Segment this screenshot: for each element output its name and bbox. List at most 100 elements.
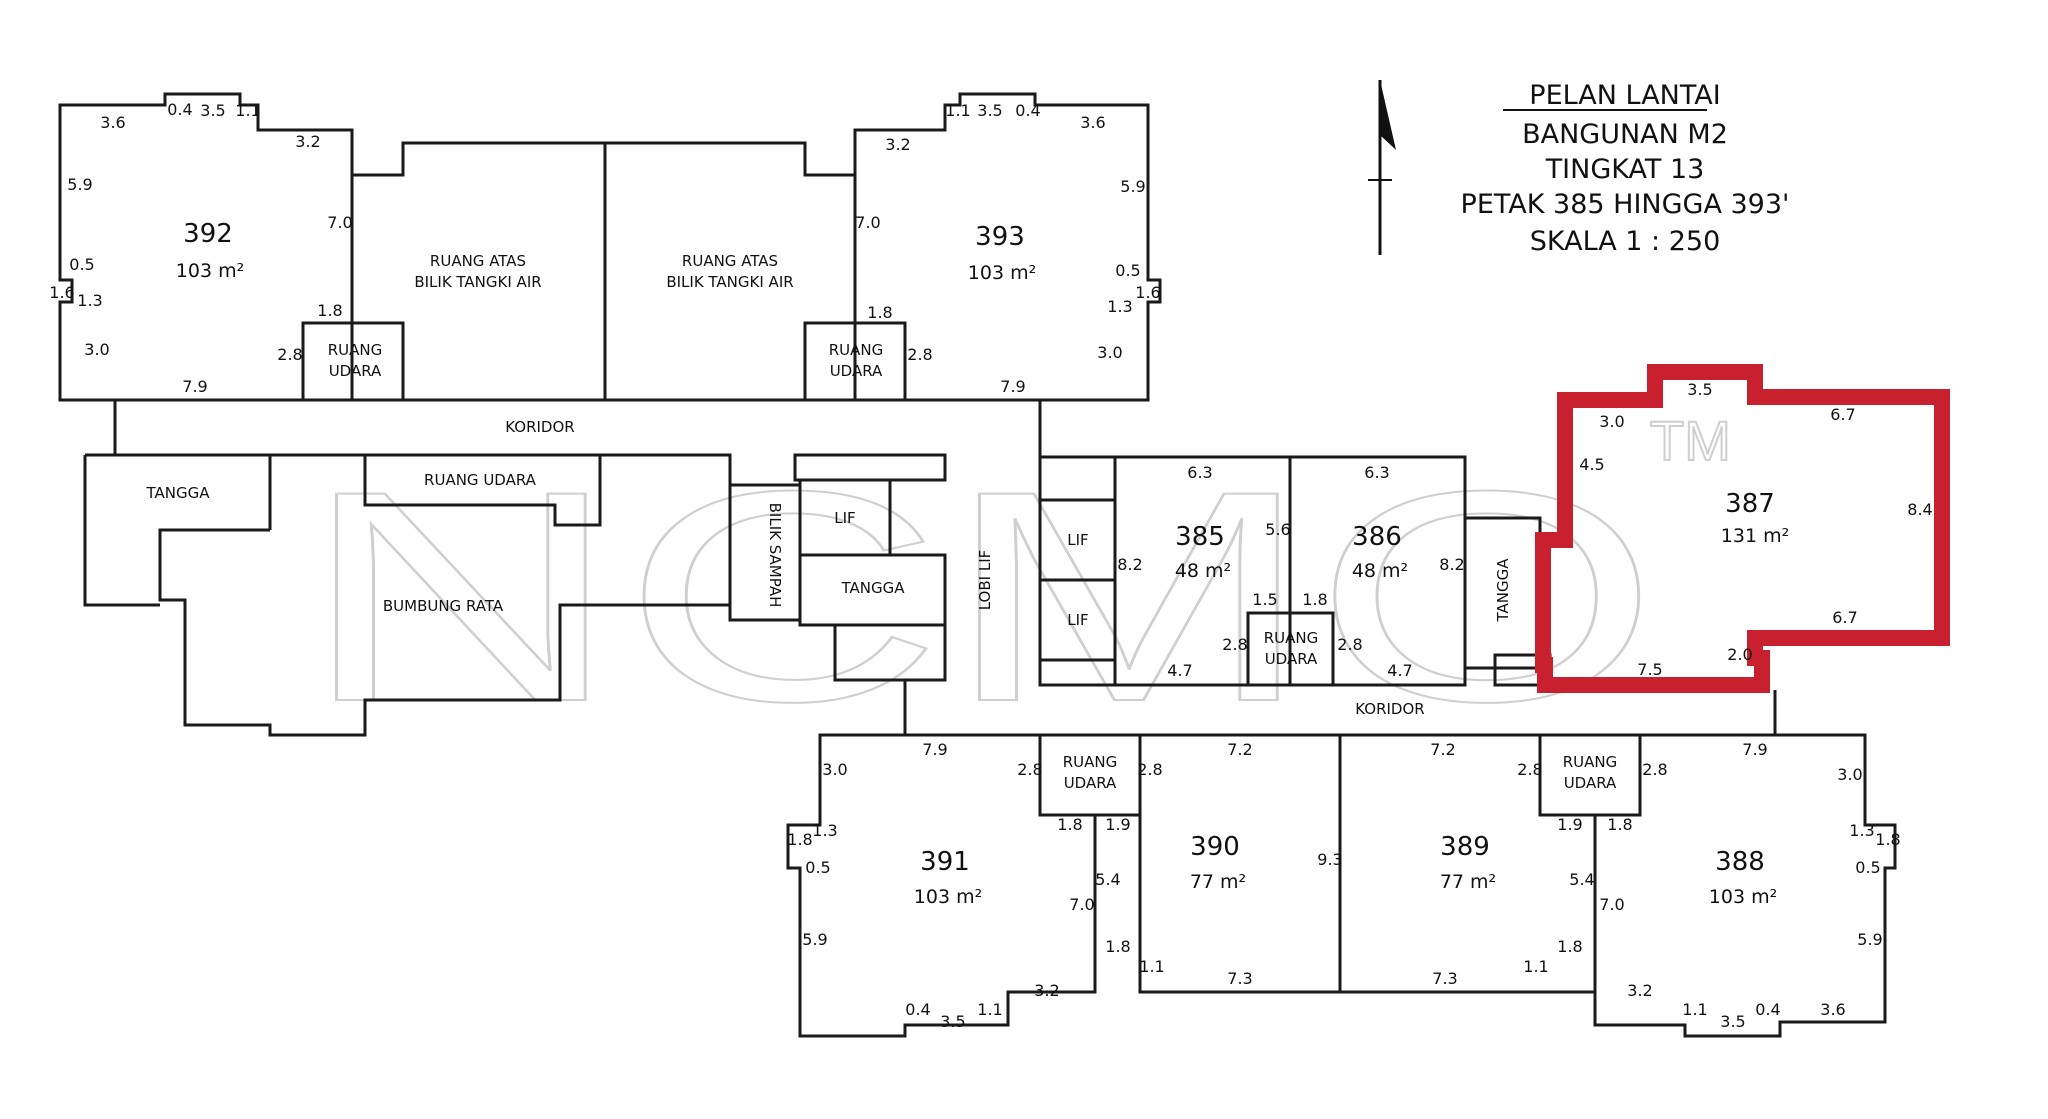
core-block: BILIK SAMPAH LIF TANGGA LOBI LIF LIF LIF bbox=[728, 453, 1117, 730]
dim-label: 5.9 bbox=[1857, 930, 1882, 949]
lift-lobby-label: LOBI LIF bbox=[976, 550, 994, 611]
unit-area: 103 m² bbox=[914, 886, 982, 908]
dim-label: 6.7 bbox=[1830, 405, 1855, 424]
dim-label: 0.5 bbox=[1855, 858, 1880, 877]
dim-label: 3.0 bbox=[1837, 765, 1862, 784]
unit-number: 391 bbox=[920, 847, 970, 877]
dim-label: 1.1 bbox=[977, 1000, 1002, 1019]
unit-area: 48 m² bbox=[1352, 560, 1408, 582]
dim-label: 1.8 bbox=[317, 301, 342, 320]
dim-label: 8.2 bbox=[1117, 555, 1142, 574]
unit-393: 393 103 m² 1.1 3.5 0.4 3.6 3.2 7.0 5.9 0… bbox=[803, 92, 1162, 402]
dim-label: 0.4 bbox=[905, 1000, 930, 1019]
dim-label: 1.8 bbox=[1302, 590, 1327, 609]
dim-label: 1.6 bbox=[1135, 283, 1160, 302]
unit-number: 390 bbox=[1190, 832, 1240, 862]
lift-label: LIF bbox=[834, 509, 855, 527]
unit-number: 392 bbox=[183, 219, 233, 249]
air-well-label: UDARA bbox=[1064, 774, 1117, 792]
dim-label: 3.2 bbox=[885, 135, 910, 154]
dim-label: 1.8 bbox=[1607, 815, 1632, 834]
dim-label: 7.9 bbox=[1742, 740, 1767, 759]
dim-label: 4.7 bbox=[1167, 661, 1192, 680]
dim-label: 2.8 bbox=[1337, 635, 1362, 654]
dim-label: 5.9 bbox=[1120, 177, 1145, 196]
unit-area: 48 m² bbox=[1175, 560, 1231, 582]
watermark: NCMO bbox=[300, 428, 1660, 764]
dim-label: 2.8 bbox=[1642, 760, 1667, 779]
dim-label: 7.2 bbox=[1430, 740, 1455, 759]
title-line-3: TINGKAT 13 bbox=[1545, 154, 1705, 185]
stair-label: TANGGA bbox=[1494, 558, 1512, 623]
dim-label: 1.8 bbox=[1875, 830, 1900, 849]
tank-room-1: RUANG ATAS BILIK TANGKI AIR bbox=[350, 141, 607, 402]
dim-label: 1.9 bbox=[1105, 815, 1130, 834]
dim-label: 1.8 bbox=[1057, 815, 1082, 834]
unit-area: 131 m² bbox=[1721, 525, 1789, 547]
dim-label: 1.9 bbox=[1557, 815, 1582, 834]
dim-label: 0.5 bbox=[69, 255, 94, 274]
dim-label: 3.0 bbox=[84, 340, 109, 359]
unit-388: 388 103 m² 7.9 2.8 3.0 1.8 1.3 1.8 0.5 7… bbox=[1593, 733, 1901, 1038]
dim-label: 0.5 bbox=[1115, 261, 1140, 280]
unit-number: 385 bbox=[1175, 522, 1225, 552]
dim-label: 7.3 bbox=[1227, 969, 1252, 988]
north-arrow-icon bbox=[1368, 80, 1396, 255]
unit-387: 387 131 m² 3.0 3.5 6.7 4.5 8.4 6.7 2.0 7… bbox=[1535, 364, 1950, 693]
dim-label: 2.8 bbox=[907, 345, 932, 364]
dim-label: 2.0 bbox=[1727, 645, 1752, 664]
dim-label: 5.4 bbox=[1095, 870, 1120, 889]
dim-label: 1.3 bbox=[77, 291, 102, 310]
lift-label: LIF bbox=[1067, 611, 1088, 629]
dim-label: 1.6 bbox=[49, 283, 74, 302]
tank-room-label: BILIK TANGKI AIR bbox=[414, 273, 541, 291]
highlight-outline bbox=[1535, 364, 1950, 693]
dim-label: 2.8 bbox=[1017, 760, 1042, 779]
unit-area: 77 m² bbox=[1190, 871, 1246, 893]
dim-label: 3.0 bbox=[822, 760, 847, 779]
dim-label: 3.5 bbox=[200, 101, 225, 120]
dim-label: 7.9 bbox=[182, 377, 207, 396]
unit-area: 77 m² bbox=[1440, 871, 1496, 893]
air-well-label: RUANG bbox=[1264, 629, 1319, 647]
dim-label: 5.9 bbox=[802, 930, 827, 949]
tank-room-label: RUANG ATAS bbox=[682, 252, 778, 270]
unit-391: 391 103 m² 7.9 3.0 1.8 1.3 0.5 5.9 1.8 7… bbox=[786, 733, 1142, 1038]
dim-label: 2.8 bbox=[1137, 760, 1162, 779]
unit-area: 103 m² bbox=[1709, 886, 1777, 908]
unit-number: 388 bbox=[1715, 847, 1765, 877]
tank-room-label: RUANG ATAS bbox=[430, 252, 526, 270]
dim-label: 1.8 bbox=[1105, 937, 1130, 956]
dim-label: 7.3 bbox=[1432, 969, 1457, 988]
dim-label: 0.4 bbox=[167, 100, 192, 119]
unit-number: 389 bbox=[1440, 832, 1490, 862]
air-well-label: UDARA bbox=[329, 362, 382, 380]
left-block: TANGGA RUANG UDARA BUMBUNG RATA bbox=[83, 453, 732, 737]
dim-label: 6.7 bbox=[1832, 608, 1857, 627]
stair-label: TANGGA bbox=[841, 579, 906, 597]
dim-label: 7.0 bbox=[855, 213, 880, 232]
dim-label: 3.6 bbox=[1080, 113, 1105, 132]
dim-label: 1.8 bbox=[787, 830, 812, 849]
air-well-label: UDARA bbox=[1564, 774, 1617, 792]
title-block: PELAN LANTAI BANGUNAN M2 TINGKAT 13 PETA… bbox=[1461, 80, 1790, 257]
corridor-label: KORIDOR bbox=[1355, 700, 1424, 718]
stair-label: TANGGA bbox=[146, 484, 211, 502]
corridor-label: KORIDOR bbox=[505, 418, 574, 436]
dim-label: 1.3 bbox=[1849, 821, 1874, 840]
dim-label: 4.5 bbox=[1579, 455, 1604, 474]
dim-label: 3.5 bbox=[1687, 380, 1712, 399]
lift-label: LIF bbox=[1067, 531, 1088, 549]
dim-label: 0.5 bbox=[805, 858, 830, 877]
unit-389: 389 77 m² 7.2 2.8 1.9 5.4 1.8 1.1 7.3 RU… bbox=[1340, 733, 1642, 994]
dim-label: 3.5 bbox=[940, 1012, 965, 1031]
dim-label: 4.7 bbox=[1387, 661, 1412, 680]
title-line-4: PETAK 385 HINGGA 393' bbox=[1461, 189, 1790, 220]
air-well-label: RUANG bbox=[1063, 753, 1118, 771]
dim-label: 7.9 bbox=[922, 740, 947, 759]
air-well-label: RUANG bbox=[829, 341, 884, 359]
flat-roof-label: BUMBUNG RATA bbox=[383, 597, 504, 615]
dim-label: 3.2 bbox=[1627, 981, 1652, 1000]
unit-number: 393 bbox=[975, 222, 1025, 252]
dim-label: 1.1 bbox=[235, 101, 260, 120]
